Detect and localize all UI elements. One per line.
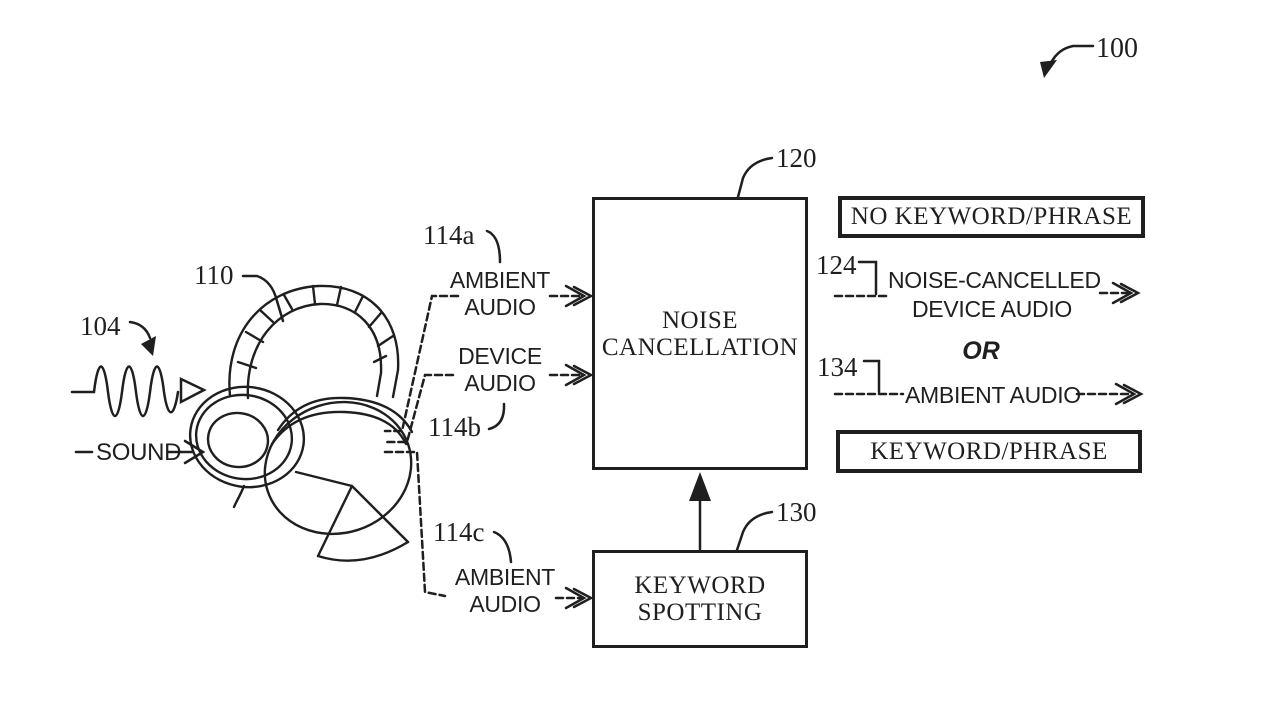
nc-input-arrows — [548, 284, 594, 387]
sound-label: SOUND — [96, 439, 182, 466]
sound-wave-icon — [70, 365, 207, 417]
no-keyword-phrase-text: NO KEYWORD/PHRASE — [850, 203, 1133, 230]
ref-130: 130 — [776, 497, 817, 527]
ref-114b: 114b — [428, 412, 481, 442]
ks-ref-leader — [735, 510, 774, 552]
ks-input-arrow — [554, 586, 594, 610]
ambient-c-line1: AMBIENT — [454, 564, 556, 590]
nc-out-line2: DEVICE AUDIO — [912, 296, 1072, 322]
ambient-audio-output-label: AMBIENT AUDIO — [905, 382, 1081, 408]
noise-cancellation-box: NOISE CANCELLATION — [592, 197, 808, 470]
ref-114c: 114c — [433, 517, 485, 547]
sound-ref-arrow — [128, 320, 156, 356]
device-leader — [487, 402, 506, 431]
ref-120: 120 — [776, 143, 817, 173]
ref-104: 104 — [80, 311, 121, 341]
noise-cancelled-device-audio-label: NOISE-CANCELLED DEVICE AUDIO — [888, 266, 1101, 324]
out-134-leader — [833, 359, 905, 396]
headphones-leader — [241, 274, 285, 323]
keyword-spotting-line2: SPOTTING — [637, 599, 763, 626]
keyword-spotting-line1: KEYWORD — [634, 572, 766, 599]
ambient-audio-114a-label: AMBIENT AUDIO — [443, 267, 557, 321]
ref-114a: 114a — [423, 220, 475, 250]
noise-cancellation-line2: CANCELLATION — [601, 333, 799, 361]
ref-110: 110 — [194, 260, 234, 290]
device-audio-114b-label: DEVICE AUDIO — [443, 343, 557, 397]
keyword-phrase-banner: KEYWORD/PHRASE — [836, 430, 1142, 473]
output-arrows — [1075, 281, 1144, 406]
device-line2: AUDIO — [464, 370, 536, 396]
nc-out-line1: NOISE-CANCELLED — [888, 267, 1101, 293]
or-label: OR — [962, 337, 1000, 365]
ambient-a-line1: AMBIENT — [449, 267, 551, 293]
out-124-leader — [833, 260, 892, 298]
headphone-tap-lines — [383, 294, 460, 598]
ambient-a-leader — [485, 229, 502, 264]
ambient-c-leader — [492, 530, 513, 564]
ref-124: 124 — [816, 250, 857, 280]
ref-134: 134 — [817, 352, 858, 382]
figure-ref-arrow — [1040, 44, 1095, 78]
keyword-spotting-box: KEYWORD SPOTTING — [592, 550, 808, 648]
ks-to-nc-arrow — [689, 472, 711, 551]
ref-100: 100 — [1096, 33, 1138, 64]
ambient-c-line2: AUDIO — [469, 591, 541, 617]
noise-cancellation-line1: NOISE — [661, 306, 739, 334]
headphones-icon — [188, 284, 414, 562]
keyword-phrase-text: KEYWORD/PHRASE — [870, 437, 1108, 465]
device-line1: DEVICE — [458, 343, 542, 369]
ambient-a-line2: AUDIO — [464, 294, 536, 320]
ambient-audio-114c-label: AMBIENT AUDIO — [448, 564, 562, 618]
nc-ref-leader — [736, 156, 774, 199]
no-keyword-phrase-banner: NO KEYWORD/PHRASE — [838, 196, 1145, 238]
